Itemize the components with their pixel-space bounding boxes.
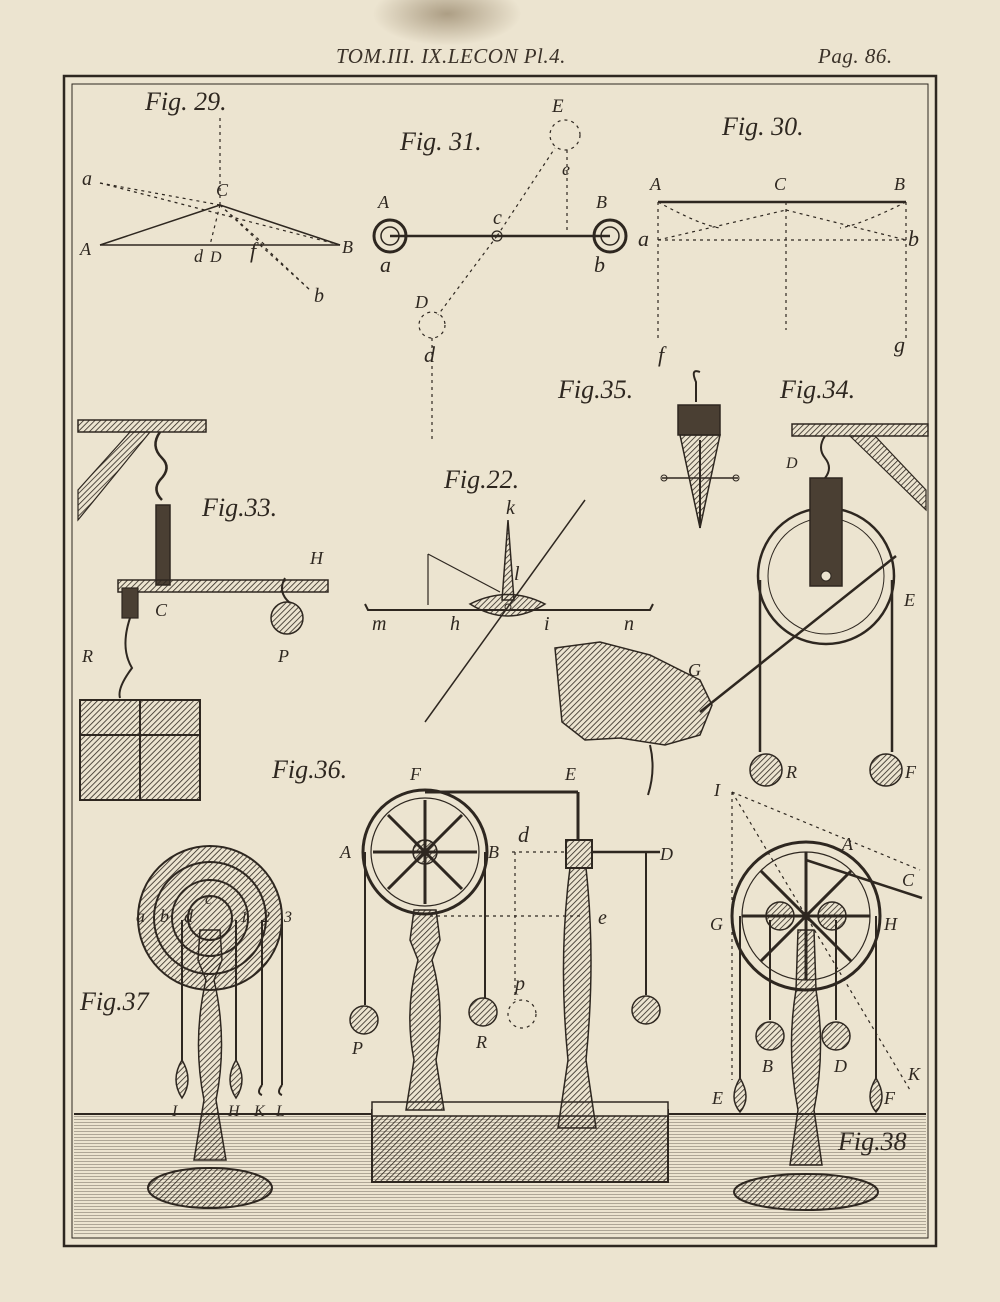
fig37-label-d: d [184, 906, 194, 926]
fig37-label-H: H [227, 1103, 241, 1120]
fig31-label-d: d [424, 342, 436, 367]
fig38-label-H: H [883, 914, 898, 934]
fig36-label-d: d [518, 822, 530, 847]
figure-29: Fig. 29. a C A d D f B b [79, 87, 353, 307]
fig33-label-R: R [81, 646, 93, 666]
fig38-label-E: E [711, 1088, 723, 1108]
fig29-label-a: a [82, 168, 92, 190]
figure-33: Fig.33. H C R P [77, 419, 329, 801]
fig29-label-b: b [314, 285, 324, 307]
fig36-label-E: E [564, 764, 576, 784]
fig22-label-h: h [450, 613, 460, 635]
figure-22: Fig.22. k l m h i n [364, 465, 654, 723]
fig37-label-3: 3 [283, 909, 292, 926]
fig31-label-E: E [551, 96, 564, 117]
fig34-label-E: E [903, 590, 915, 610]
fig22-label-l: l [514, 563, 520, 585]
fig31-label-A: A [377, 192, 390, 212]
fig31-label-a: a [380, 252, 391, 277]
fig34-label-F: F [904, 762, 917, 782]
fig38-label-K: K [907, 1064, 921, 1084]
fig30-label-b: b [908, 226, 919, 251]
fig36-label-P: P [351, 1038, 363, 1058]
fig31-label-b: b [594, 252, 605, 277]
fig30-label-a: a [638, 226, 649, 251]
fig37-label-L: L [275, 1103, 285, 1120]
figure-38: Fig.38 I A C G H B D E F K [710, 780, 923, 1211]
fig38-label-A: A [841, 834, 854, 854]
fig31-label-D: D [414, 292, 428, 312]
fig31-label-e: e [562, 159, 570, 179]
fig36-label-A: A [339, 842, 352, 862]
fig37-label-2: 2 [262, 909, 270, 926]
fig37-label-K: K [253, 1103, 266, 1120]
fig22-caption: Fig.22. [443, 465, 519, 494]
fig36-caption: Fig.36. [271, 755, 347, 784]
fig29-label-C: C [216, 180, 229, 200]
fig37-label-1: 1 [240, 909, 248, 926]
fig29-label-B: B [342, 237, 353, 257]
fig31-label-B: B [596, 192, 607, 212]
plate-border-inner [71, 83, 929, 1239]
fig37-label-b: b [160, 906, 169, 926]
fig29-label-A: A [79, 239, 92, 259]
fig29-label-d: d [194, 246, 204, 266]
fig30-label-C: C [774, 174, 787, 194]
fig37-caption: Fig.37 [79, 987, 150, 1016]
hand-illustration [554, 641, 713, 746]
figure-31: Fig. 31. E e A B c a b D d [372, 96, 628, 440]
fig35-caption: Fig.35. [557, 375, 633, 404]
figure-35: Fig.35. [557, 370, 740, 529]
fig38-label-D: D [833, 1056, 847, 1076]
fig38-label-I: I [713, 780, 721, 800]
fig34-caption: Fig.34. [779, 375, 855, 404]
fig22-label-i: i [544, 613, 550, 635]
fig31-label-c: c [493, 207, 502, 229]
fig38-caption: Fig.38 [837, 1127, 907, 1156]
fig30-label-g: g [894, 332, 905, 357]
figure-37: Fig.37 a b d c 1 2 3 I H K L [79, 845, 292, 1209]
fig22-label-m: m [372, 613, 386, 635]
plate-border-outer [62, 74, 938, 1248]
fig37-label-c: c [205, 891, 212, 908]
fig33-label-C: C [155, 600, 168, 620]
fig30-caption: Fig. 30. [721, 112, 804, 141]
fig29-caption: Fig. 29. [144, 87, 227, 116]
fig34-label-D: D [785, 455, 798, 472]
plate-header-page: Pag. 86. [818, 44, 893, 68]
fig38-label-C: C [902, 870, 915, 890]
fig38-label-F: F [883, 1088, 896, 1108]
fig38-label-G: G [710, 914, 723, 934]
fig36-label-e: e [598, 907, 607, 929]
fig29-label-f: f [250, 238, 259, 263]
fig22-label-k: k [506, 497, 516, 519]
figure-36: Fig.36. F E A B d D e p [271, 755, 673, 1183]
fig36-label-D: D [659, 844, 673, 864]
fig33-label-H: H [309, 548, 324, 568]
fig33-label-P: P [277, 646, 289, 666]
fig30-label-A: A [649, 174, 662, 194]
figure-34: Fig.34. D E G R F [554, 375, 929, 796]
fig31-caption: Fig. 31. [399, 127, 482, 156]
fig37-label-I: I [171, 1103, 178, 1120]
fig30-label-B: B [894, 174, 905, 194]
figure-30: Fig. 30. A C B a b f g [638, 112, 919, 367]
fig36-label-R: R [475, 1032, 487, 1052]
fig36-label-F: F [409, 764, 422, 784]
fig36-label-p: p [513, 973, 525, 995]
fig34-label-R: R [785, 762, 797, 782]
fig37-label-a: a [136, 906, 145, 926]
fig22-label-n: n [624, 613, 634, 635]
paper-stain [372, 0, 522, 46]
fig38-label-B: B [762, 1056, 773, 1076]
fig33-caption: Fig.33. [201, 493, 277, 522]
fig29-label-D: D [209, 249, 222, 266]
plate-header-title: TOM.III. IX.LECON Pl.4. [336, 44, 566, 68]
fig30-label-f: f [658, 342, 667, 367]
fig36-label-B: B [488, 842, 499, 862]
